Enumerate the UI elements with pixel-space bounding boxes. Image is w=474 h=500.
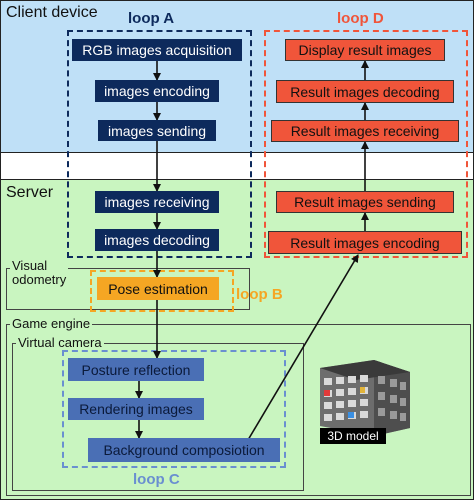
virtual-camera-frame xyxy=(12,343,304,491)
step-images-encoding: images encoding xyxy=(95,80,219,102)
step-result-images-sending: Result images sending xyxy=(276,191,454,213)
visual-odometry-frame xyxy=(6,268,250,310)
loop-a-label: loop A xyxy=(128,10,175,27)
loop-c-label: loop C xyxy=(133,471,180,488)
server-label: Server xyxy=(6,184,54,201)
model-label: 3D model xyxy=(320,428,386,444)
step-pose-estimation: Pose estimation xyxy=(97,277,219,300)
step-background-composition: Background composiotion xyxy=(88,438,280,462)
step-result-images-encoding: Result images encoding xyxy=(268,231,462,254)
game-engine-label: Game engine xyxy=(10,316,93,331)
loop-d-outline xyxy=(264,30,468,258)
step-images-decoding: images decoding xyxy=(95,229,219,251)
client-device-label: Client device xyxy=(6,4,98,21)
loop-d-label: loop D xyxy=(337,10,384,27)
step-result-images-receiving: Result images receiving xyxy=(271,120,459,142)
white-gap xyxy=(0,153,474,179)
step-posture-reflection: Posture reflection xyxy=(68,358,204,381)
loop-b-outline xyxy=(90,270,234,312)
loop-b-label: loop B xyxy=(236,286,283,303)
game-engine-frame xyxy=(6,324,471,496)
loop-a-outline xyxy=(67,30,252,258)
arrow-c-to-d xyxy=(247,254,359,441)
loop-c-outline xyxy=(62,350,286,468)
step-result-images-decoding: Result images decoding xyxy=(276,80,454,103)
virtual-camera-label: Virtual camera xyxy=(16,335,104,350)
visual-odometry-label: Visual odometry xyxy=(10,258,69,287)
step-rgb-acquisition: RGB images acquisition xyxy=(72,39,242,61)
step-images-receiving: images receiving xyxy=(95,191,219,213)
step-images-sending: images sending xyxy=(98,120,216,141)
step-rendering-images: Rendering images xyxy=(68,398,204,420)
building-model-image xyxy=(320,360,410,436)
step-display-result-images: Display result images xyxy=(285,39,445,61)
